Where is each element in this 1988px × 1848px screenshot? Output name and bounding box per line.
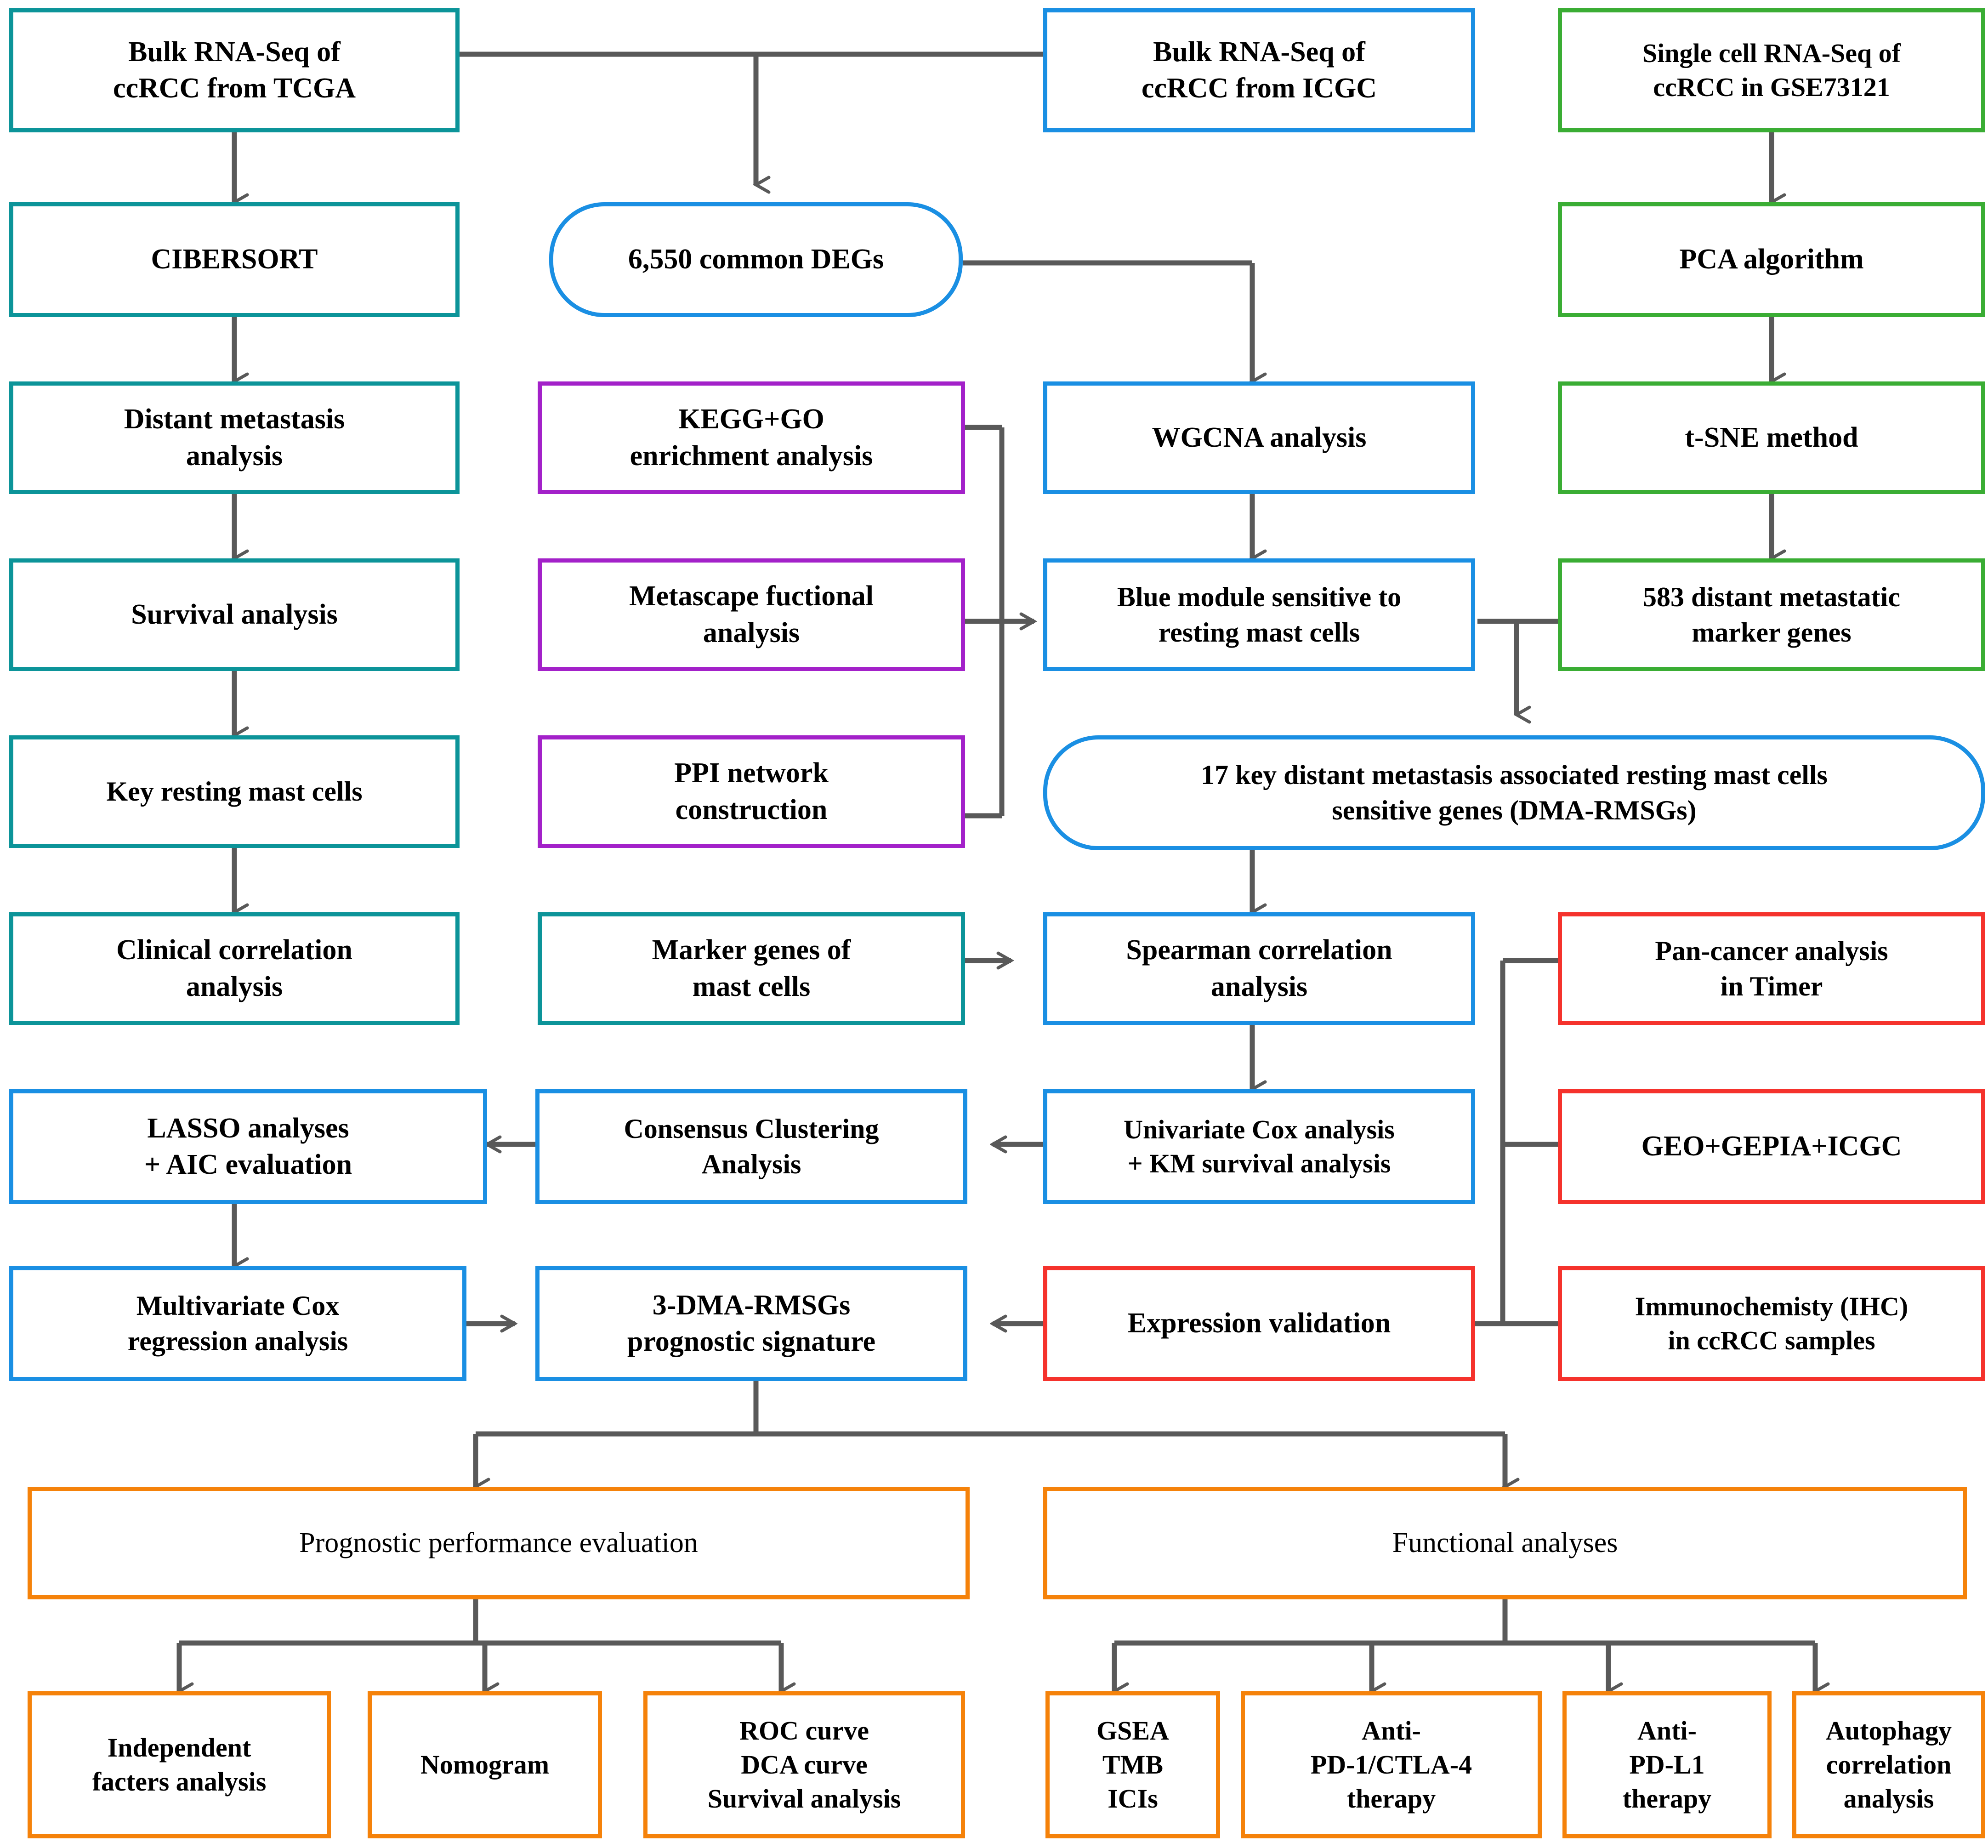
node-label: Bulk RNA-Seq of ccRCC from ICGC <box>1142 36 1377 104</box>
node-kegg-go-enrichment[interactable]: KEGG+GO enrichment analysis <box>538 381 965 494</box>
node-label: Multivariate Cox regression analysis <box>127 1291 348 1356</box>
node-distant-metastasis-analysis[interactable]: Distant metastasis analysis <box>9 381 460 494</box>
node-label: Functional analyses <box>1392 1527 1618 1558</box>
node-marker-genes-of-mast-cells[interactable]: Marker genes of mast cells <box>538 912 965 1025</box>
node-label: Bulk RNA-Seq of ccRCC from TCGA <box>113 36 356 104</box>
node-common-degs[interactable]: 6,550 common DEGs <box>549 202 963 317</box>
node-label: Prognostic performance evaluation <box>299 1527 698 1558</box>
node-label: Key resting mast cells <box>106 776 363 807</box>
node-label: Survival analysis <box>131 598 338 630</box>
node-label: 6,550 common DEGs <box>628 244 884 275</box>
node-label: Anti- PD-1/CTLA-4 therapy <box>1310 1715 1472 1814</box>
node-label: LASSO analyses + AIC evaluation <box>144 1112 352 1180</box>
node-pca-algorithm[interactable]: PCA algorithm <box>1558 202 1985 317</box>
node-label: Independent facters analysis <box>92 1732 267 1797</box>
node-label: Anti- PD-L1 therapy <box>1622 1715 1712 1814</box>
node-label: Single cell RNA-Seq of ccRCC in GSE73121 <box>1642 38 1901 102</box>
node-label: Spearman correlation analysis <box>1126 934 1392 1002</box>
node-nomogram[interactable]: Nomogram <box>368 1691 602 1838</box>
node-key-resting-mast-cells[interactable]: Key resting mast cells <box>9 735 460 848</box>
node-label: t-SNE method <box>1685 421 1858 453</box>
node-label: Univariate Cox analysis + KM survival an… <box>1124 1114 1395 1178</box>
node-label: Blue module sensitive to resting mast ce… <box>1117 581 1402 648</box>
node-functional-analyses[interactable]: Functional analyses <box>1043 1487 1967 1599</box>
node-label: Autophagy correlation analysis <box>1826 1715 1952 1814</box>
node-independent-factors-analysis[interactable]: Independent facters analysis <box>28 1691 331 1838</box>
node-label: Distant metastasis analysis <box>124 404 345 472</box>
node-label: Pan-cancer analysis in Timer <box>1655 935 1888 1001</box>
node-label: 583 distant metastatic marker genes <box>1643 581 1900 648</box>
node-anti-pdl1-therapy[interactable]: Anti- PD-L1 therapy <box>1562 1691 1772 1838</box>
node-label: KEGG+GO enrichment analysis <box>630 404 873 472</box>
node-clinical-correlation-analysis[interactable]: Clinical correlation analysis <box>9 912 460 1025</box>
node-label: ROC curve DCA curve Survival analysis <box>707 1715 901 1814</box>
node-label: GSEA TMB ICIs <box>1096 1715 1169 1814</box>
node-label: Clinical correlation analysis <box>116 934 352 1002</box>
node-ppi-network-construction[interactable]: PPI network construction <box>538 735 965 848</box>
node-label: WGCNA analysis <box>1152 421 1367 453</box>
node-gsea-tmb-icis[interactable]: GSEA TMB ICIs <box>1045 1691 1220 1838</box>
node-metascape-functional-analysis[interactable]: Metascape fuctional analysis <box>538 558 965 671</box>
node-label: CIBERSORT <box>151 244 318 275</box>
node-spearman-correlation-analysis[interactable]: Spearman correlation analysis <box>1043 912 1475 1025</box>
node-label: PPI network construction <box>674 757 829 825</box>
node-autophagy-correlation-analysis[interactable]: Autophagy correlation analysis <box>1792 1691 1985 1838</box>
node-ihc-ccrcc-samples[interactable]: Immunochemisty (IHC) in ccRCC samples <box>1558 1266 1985 1381</box>
node-multivariate-cox-regression[interactable]: Multivariate Cox regression analysis <box>9 1266 466 1381</box>
node-lasso-aic[interactable]: LASSO analyses + AIC evaluation <box>9 1089 487 1204</box>
node-univariate-cox-km[interactable]: Univariate Cox analysis + KM survival an… <box>1043 1089 1475 1204</box>
node-geo-gepia-icgc[interactable]: GEO+GEPIA+ICGC <box>1558 1089 1985 1204</box>
node-label: GEO+GEPIA+ICGC <box>1641 1131 1902 1162</box>
node-label: PCA algorithm <box>1679 244 1864 275</box>
node-label: Marker genes of mast cells <box>652 934 851 1002</box>
node-survival-analysis[interactable]: Survival analysis <box>9 558 460 671</box>
node-roc-dca-survival[interactable]: ROC curve DCA curve Survival analysis <box>643 1691 965 1838</box>
node-label: Expression validation <box>1127 1308 1391 1339</box>
node-wgcna-analysis[interactable]: WGCNA analysis <box>1043 381 1475 494</box>
node-pan-cancer-analysis-timer[interactable]: Pan-cancer analysis in Timer <box>1558 912 1985 1025</box>
node-label: Nomogram <box>420 1749 550 1780</box>
node-tsne-method[interactable]: t-SNE method <box>1558 381 1985 494</box>
node-label: 17 key distant metastasis associated res… <box>1201 760 1828 825</box>
node-583-distant-metastatic-marker-genes[interactable]: 583 distant metastatic marker genes <box>1558 558 1985 671</box>
node-cibersort[interactable]: CIBERSORT <box>9 202 460 317</box>
node-label: Consensus Clustering Analysis <box>624 1114 879 1179</box>
node-single-cell-rnaseq-gse73121[interactable]: Single cell RNA-Seq of ccRCC in GSE73121 <box>1558 8 1985 132</box>
node-17-key-dma-rmsgs[interactable]: 17 key distant metastasis associated res… <box>1043 735 1985 850</box>
node-bulk-rnaseq-tcga[interactable]: Bulk RNA-Seq of ccRCC from TCGA <box>9 8 460 132</box>
node-blue-module-resting-mast-cells[interactable]: Blue module sensitive to resting mast ce… <box>1043 558 1475 671</box>
node-label: Metascape fuctional analysis <box>629 580 874 648</box>
node-bulk-rnaseq-icgc[interactable]: Bulk RNA-Seq of ccRCC from ICGC <box>1043 8 1475 132</box>
node-prognostic-performance-evaluation[interactable]: Prognostic performance evaluation <box>28 1487 970 1599</box>
node-anti-pd1-ctla4-therapy[interactable]: Anti- PD-1/CTLA-4 therapy <box>1241 1691 1542 1838</box>
node-label: 3-DMA-RMSGs prognostic signature <box>627 1289 876 1357</box>
node-3-dma-rmsgs-signature[interactable]: 3-DMA-RMSGs prognostic signature <box>535 1266 967 1381</box>
node-consensus-clustering[interactable]: Consensus Clustering Analysis <box>535 1089 967 1204</box>
node-expression-validation[interactable]: Expression validation <box>1043 1266 1475 1381</box>
node-label: Immunochemisty (IHC) in ccRCC samples <box>1635 1291 1908 1355</box>
